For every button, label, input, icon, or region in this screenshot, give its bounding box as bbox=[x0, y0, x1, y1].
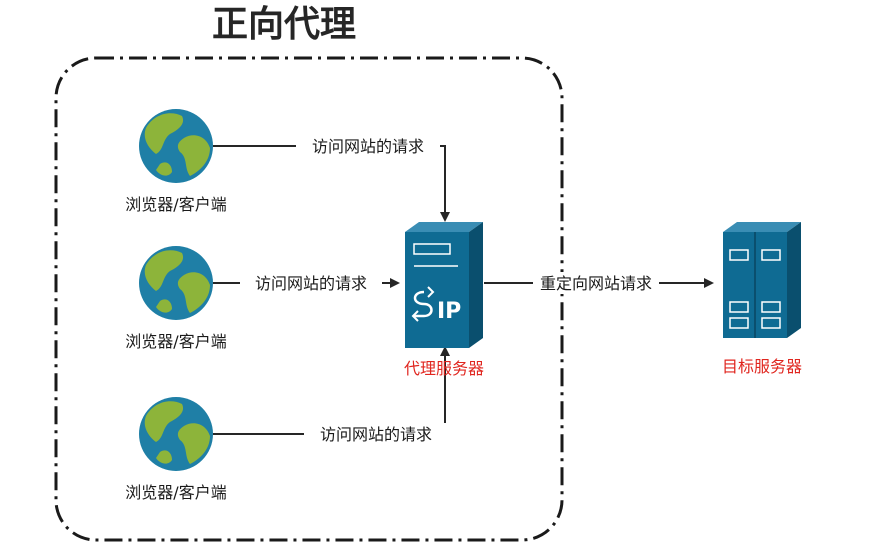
proxy-server: IP 代理服务器 bbox=[404, 222, 484, 378]
redirect-label: 重定向网站请求 bbox=[540, 274, 652, 293]
client-3: 浏览器/客户端 bbox=[125, 397, 227, 502]
diagram-title: 正向代理 bbox=[212, 4, 356, 45]
label-bg bbox=[304, 423, 448, 445]
label-bg bbox=[533, 272, 659, 294]
target-server-icon bbox=[723, 222, 801, 338]
client-label: 浏览器/客户端 bbox=[125, 195, 226, 214]
request-line-1 bbox=[213, 145, 450, 222]
globe-icon bbox=[139, 246, 213, 320]
target-server: 目标服务器 bbox=[722, 222, 802, 376]
globe-icon bbox=[139, 109, 213, 183]
globe-icon bbox=[139, 397, 213, 471]
proxy-server-label: 代理服务器 bbox=[404, 359, 484, 378]
client-label: 浏览器/客户端 bbox=[125, 483, 226, 502]
request-label-1: 访问网站的请求 bbox=[312, 137, 424, 156]
label-bg bbox=[296, 135, 440, 157]
request-label-3: 访问网站的请求 bbox=[320, 425, 432, 444]
client-2: 浏览器/客户端 bbox=[125, 246, 227, 351]
client-1: 浏览器/客户端 bbox=[125, 109, 227, 214]
label-bg bbox=[240, 272, 382, 294]
request-label-2: 访问网站的请求 bbox=[255, 274, 367, 293]
target-server-label: 目标服务器 bbox=[722, 357, 802, 376]
proxy-icon-text: IP bbox=[437, 299, 461, 324]
proxy-boundary bbox=[54, 56, 564, 542]
proxy-server-icon: IP bbox=[405, 222, 483, 348]
client-label: 浏览器/客户端 bbox=[125, 332, 226, 351]
